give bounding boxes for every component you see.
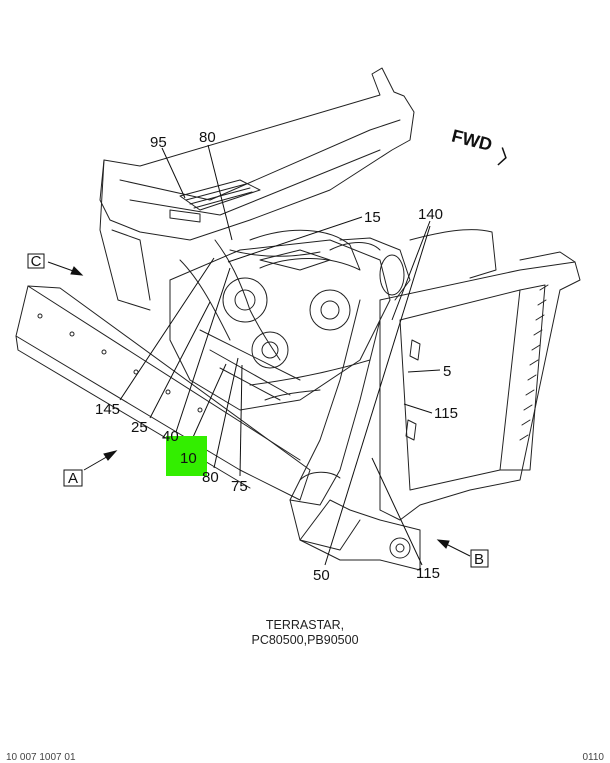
callout-25[interactable]: 25 (131, 419, 148, 436)
callout-140[interactable]: 140 (418, 206, 443, 223)
forward-arrow-icon (497, 147, 507, 166)
callout-95[interactable]: 95 (150, 134, 167, 151)
callout-50[interactable]: 50 (313, 567, 330, 584)
leader-lines (119, 144, 441, 566)
callout-15[interactable]: 15 (364, 209, 381, 226)
callout-80-top[interactable]: 80 (199, 129, 216, 146)
forward-label: FWD (450, 126, 495, 155)
view-label-a-text: A (68, 470, 78, 487)
callout-80-bottom[interactable]: 80 (202, 469, 219, 486)
view-arrows (47, 261, 471, 557)
highlight-box[interactable] (166, 436, 207, 476)
callout-145[interactable]: 145 (95, 401, 120, 418)
callout-40[interactable]: 40 (162, 428, 179, 445)
footer-revision: 0110 (582, 752, 604, 763)
view-label-c: C (27, 253, 45, 270)
intake-tube (249, 229, 497, 301)
caption-line-1: TERRASTAR, (265, 618, 345, 632)
callout-5[interactable]: 5 (443, 363, 451, 380)
cowl-structure (99, 67, 415, 311)
bumper-bracket (299, 499, 421, 571)
radiator (379, 251, 581, 521)
view-label-b: B (470, 549, 489, 568)
callout-115-bottom[interactable]: 115 (416, 565, 440, 582)
caption-line-2: PC80500,PB90500 (251, 633, 359, 647)
callout-75[interactable]: 75 (231, 478, 248, 495)
forward-indicator: FWD (450, 126, 507, 166)
callout-10[interactable]: 10 (180, 450, 197, 467)
view-label-a: A (63, 469, 83, 487)
wiring-harness (179, 239, 371, 401)
caption-model: TERRASTAR, PC80500,PB90500 (0, 618, 610, 648)
footer-part-code: 10 007 1007 01 (6, 752, 76, 763)
view-label-c-text: C (31, 253, 42, 270)
view-label-b-text: B (474, 551, 484, 568)
charge-air-pipe (289, 299, 381, 551)
callout-115-right[interactable]: 115 (434, 405, 458, 422)
engine-block (169, 239, 391, 411)
